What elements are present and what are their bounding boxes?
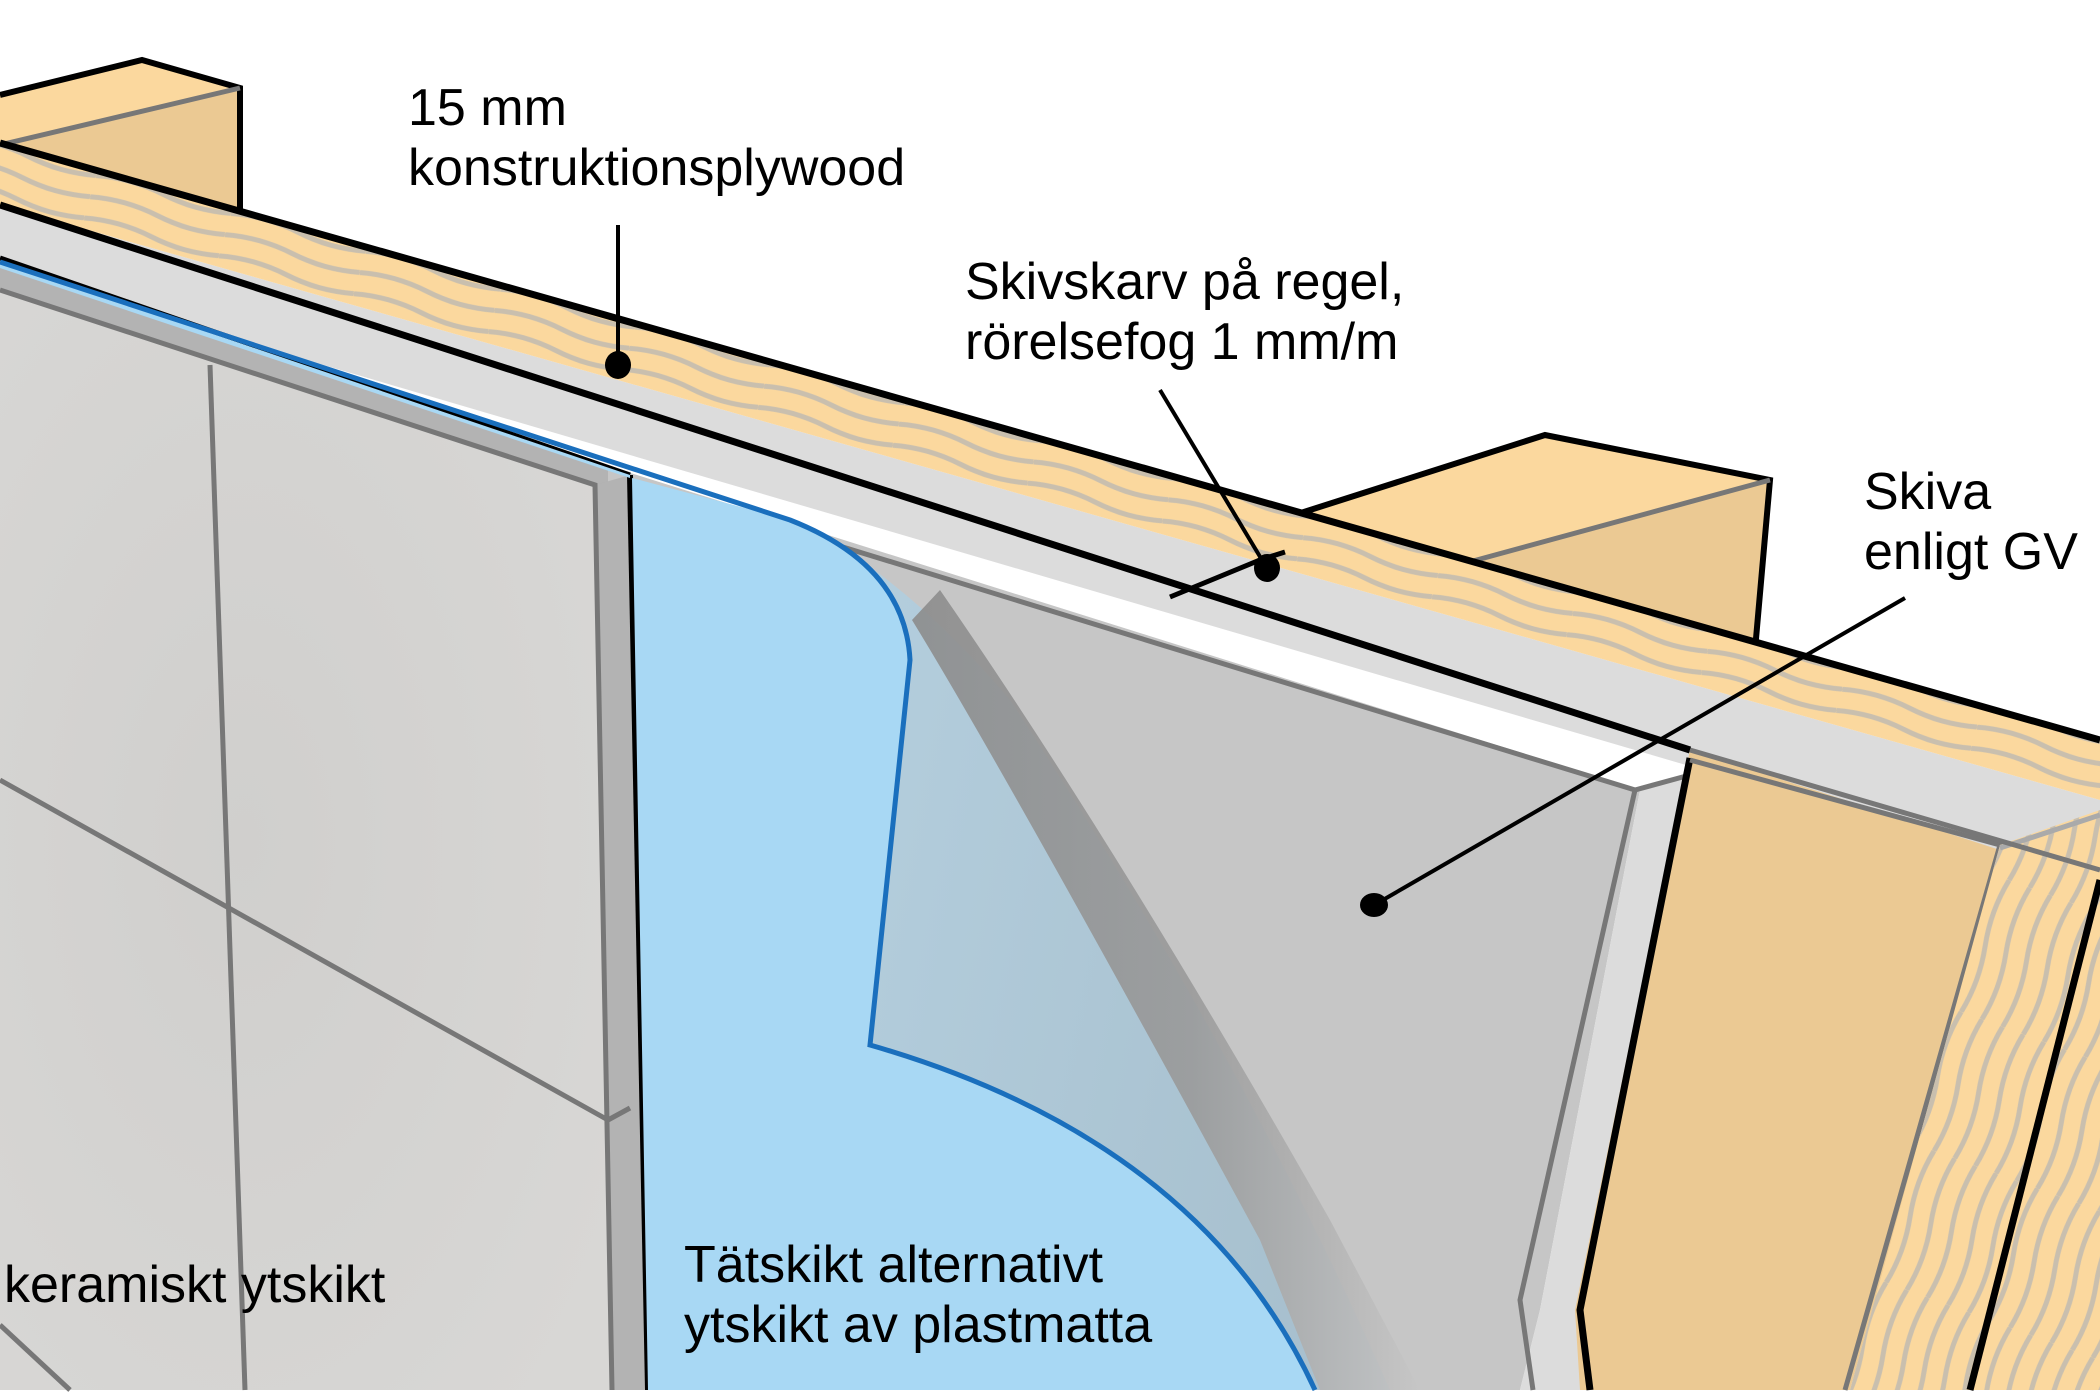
- label-joint-line1: Skivskarv på regel,: [965, 253, 1405, 311]
- label-membrane-line1: Tätskikt alternativt: [684, 1236, 1104, 1294]
- right-stud-front: [1575, 750, 2100, 1391]
- label-plywood-line1: 15 mm: [408, 79, 567, 137]
- label-plywood: 15 mm konstruktionsplywood: [408, 78, 905, 198]
- label-tiles: keramiskt ytskikt: [4, 1255, 385, 1315]
- label-board-line2: enligt GV: [1864, 523, 2078, 581]
- leader-lines: [605, 225, 1907, 917]
- joint-pointer-dot: [1254, 554, 1280, 582]
- ceramic-tiles: [0, 255, 651, 1392]
- membrane: [0, 259, 1420, 1392]
- label-joint: Skivskarv på regel, rörelsefog 1 mm/m: [965, 252, 1404, 372]
- label-board: Skiva enligt GV: [1864, 462, 2078, 582]
- label-membrane: Tätskikt alternativt ytskikt av plastmat…: [684, 1235, 1152, 1355]
- label-plywood-line2: konstruktionsplywood: [408, 139, 906, 197]
- label-membrane-line2: ytskikt av plastmatta: [684, 1296, 1153, 1354]
- left-stud: [0, 56, 243, 215]
- plywood-pointer-dot: [605, 351, 631, 379]
- plywood-board: [0, 139, 2100, 873]
- label-board-line1: Skiva: [1864, 463, 1992, 521]
- label-tiles-line1: keramiskt ytskikt: [4, 1256, 386, 1314]
- label-joint-line2: rörelsefog 1 mm/m: [965, 313, 1399, 371]
- board-pointer-dot: [1360, 893, 1388, 917]
